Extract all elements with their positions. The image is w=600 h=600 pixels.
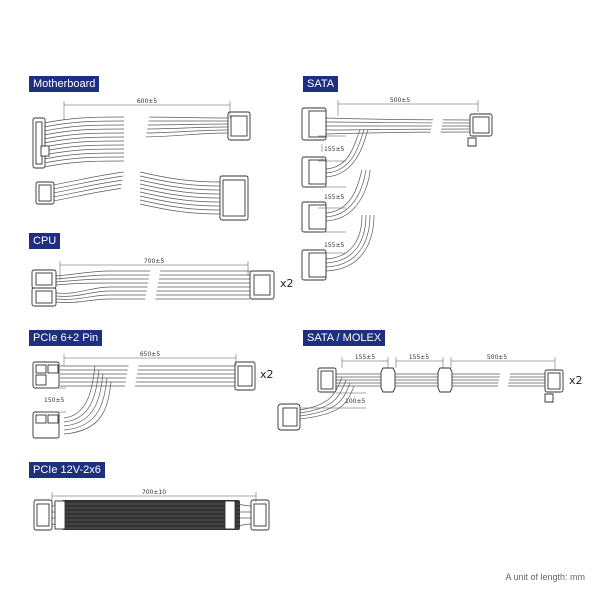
sata-molex-length-3: 500±5 <box>487 354 507 361</box>
sata-molex-title: SATA / MOLEX <box>303 330 386 346</box>
sata-spacing-3: 155±5 <box>324 242 344 249</box>
motherboard-title: Motherboard <box>29 76 100 92</box>
sata-molex-cable: 155±5 155±5 500±5 100±5 x2 <box>277 354 583 431</box>
cpu-title: CPU <box>29 233 61 249</box>
cpu-multiplier: x2 <box>280 277 294 290</box>
sata-molex-length-2: 155±5 <box>409 354 429 361</box>
motherboard-length: 600±5 <box>137 98 157 105</box>
pcie-length: 650±5 <box>140 351 160 358</box>
sata-spacing-2: 155±5 <box>324 194 344 201</box>
sata-title: SATA <box>303 76 339 92</box>
motherboard-cable: 600±5 <box>32 98 251 221</box>
sata-molex-length-1: 155±5 <box>355 354 375 361</box>
pcie12v-cable: 700±10 <box>33 489 270 531</box>
sata-length: 500±5 <box>390 97 410 104</box>
pcie-title: PCIe 6+2 Pin <box>29 330 103 346</box>
pcie12v-length: 700±10 <box>142 489 166 496</box>
pcie-multiplier: x2 <box>260 368 274 381</box>
pcie-cable: 650±5 150±5 x2 <box>32 351 274 439</box>
pcie12v-title: PCIe 12V-2x6 <box>29 462 105 478</box>
cpu-cable: 700±5 x2 <box>31 258 294 307</box>
sata-molex-multiplier: x2 <box>569 374 583 387</box>
pcie-branch-length: 150±5 <box>44 397 64 404</box>
sata-spacing-1: 155±5 <box>324 146 344 153</box>
sata-cable: 500±5 155±5 155±5 155±5 <box>301 97 493 281</box>
cpu-length: 700±5 <box>144 258 164 265</box>
length-unit-note: A unit of length: mm <box>505 572 585 582</box>
sata-molex-branch-length: 100±5 <box>345 398 365 405</box>
